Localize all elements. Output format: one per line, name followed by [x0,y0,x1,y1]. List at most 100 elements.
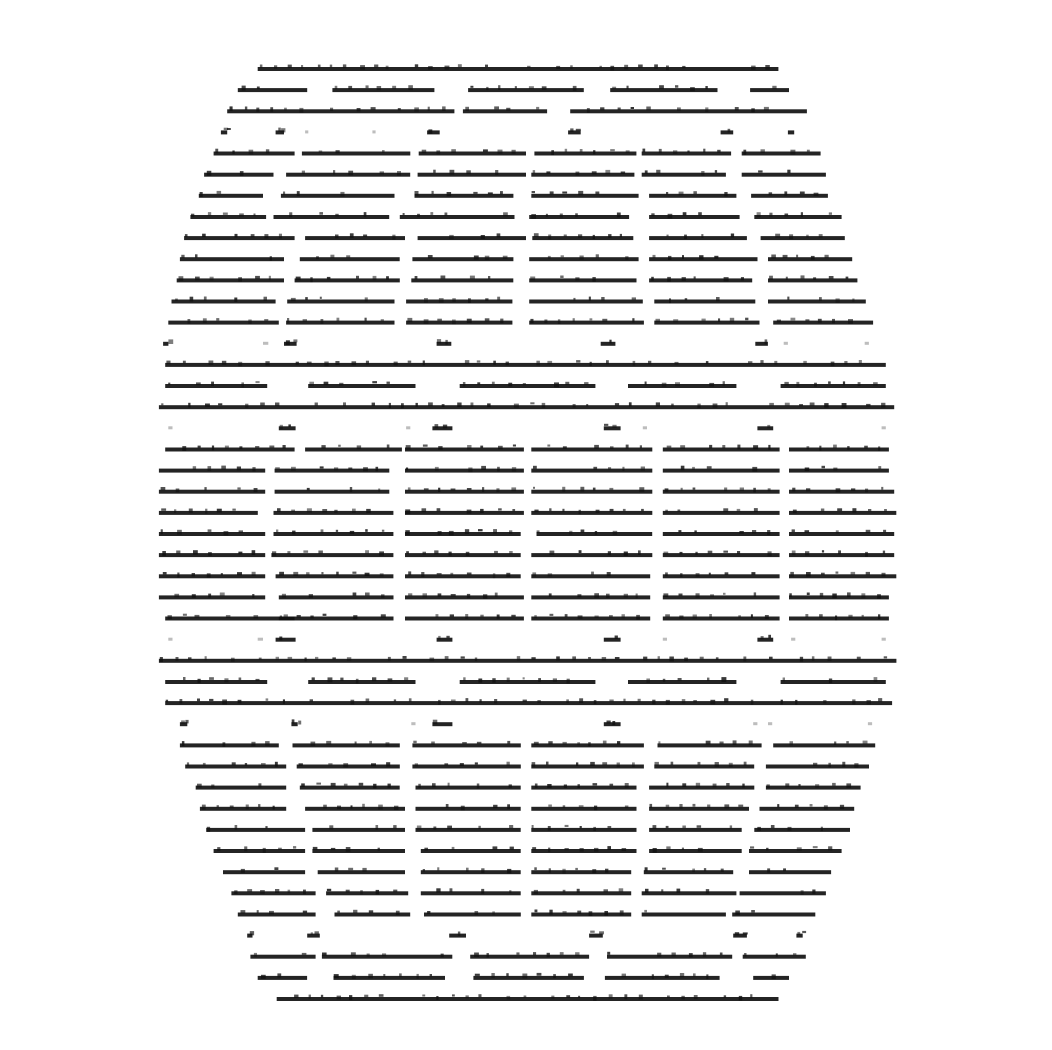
art-tick [835,530,839,534]
art-tick [669,656,674,662]
art-tick [549,191,554,195]
art-segment [753,722,758,726]
art-row [237,85,789,93]
art-segment [641,912,726,917]
art-tick [310,741,316,746]
art-tick [760,636,764,640]
art-tick [562,508,565,512]
art-tick [714,170,718,173]
art-tick [258,783,262,788]
art-tick [544,319,548,324]
art-tick [750,614,753,618]
art-tick [531,657,536,660]
art-tick [877,594,881,599]
art-tick [224,445,229,449]
art-tick [848,614,853,618]
art-tick [208,360,214,365]
art-tick [323,804,327,809]
art-tick [293,571,299,576]
art-tick [769,212,773,217]
art-tick [195,276,200,281]
art-tick [533,486,535,489]
art-segment [432,722,453,727]
art-tick [654,64,658,69]
art-tick [188,657,192,660]
art-tick [586,108,590,113]
art-tick [677,678,682,681]
art-tick [492,846,498,850]
art-segment [649,785,755,790]
art-tick [609,699,614,702]
art-tick [486,86,489,91]
art-tick [285,340,290,346]
art-tick [671,952,676,957]
art-tick [678,593,683,596]
art-tick [485,298,489,301]
art-tick [352,571,357,574]
art-tick [592,869,597,874]
art-tick [638,994,643,1000]
art-tick [363,234,368,237]
art-tick [465,106,469,111]
art-segment [536,532,653,536]
art-tick [564,848,569,851]
art-segment [275,637,296,642]
art-tick [436,339,442,344]
art-tick [652,699,656,705]
art-tick [665,699,670,705]
art-tick [335,150,340,154]
art-row [165,698,893,706]
art-tick [486,953,489,958]
art-tick [617,107,621,110]
art-tick [386,762,391,767]
art-tick [756,212,761,217]
art-tick [265,826,268,829]
art-tick [821,550,825,553]
art-tick [846,741,849,744]
art-tick [176,550,181,554]
art-segment [789,532,895,536]
art-tick [651,974,654,980]
art-tick [813,762,818,766]
art-tick [379,573,384,577]
art-segment [287,299,395,304]
art-segment [732,912,816,917]
art-tick [777,804,780,808]
art-tick [791,529,795,532]
art-segment [649,236,747,241]
art-segment [531,193,639,198]
art-segment [165,680,268,684]
art-tick [485,64,488,68]
art-row [213,846,842,853]
art-segment [220,130,228,135]
art-tick [255,275,260,279]
art-tick [215,148,219,154]
art-segment [227,109,455,114]
art-tick [279,424,283,430]
art-tick [693,276,696,279]
art-tick [728,762,733,767]
art-tick [753,508,758,513]
art-tick [265,741,270,746]
art-row [165,360,886,367]
art-tick [216,318,220,321]
art-tick [204,487,207,491]
art-segment [531,447,653,452]
art-tick [606,572,611,577]
art-segment [531,595,651,600]
art-segment [462,109,548,114]
art-tick [724,192,728,197]
art-tick [614,403,620,406]
art-tick [536,360,540,366]
art-tick [260,402,265,406]
art-tick [668,255,672,260]
art-tick [531,762,536,767]
art-segment [641,151,732,156]
art-tick [365,85,369,89]
art-tick [693,700,697,703]
art-segment [768,278,858,283]
art-tick [252,594,255,598]
art-tick [798,784,801,787]
art-tick [229,106,233,111]
art-tick [828,381,831,384]
